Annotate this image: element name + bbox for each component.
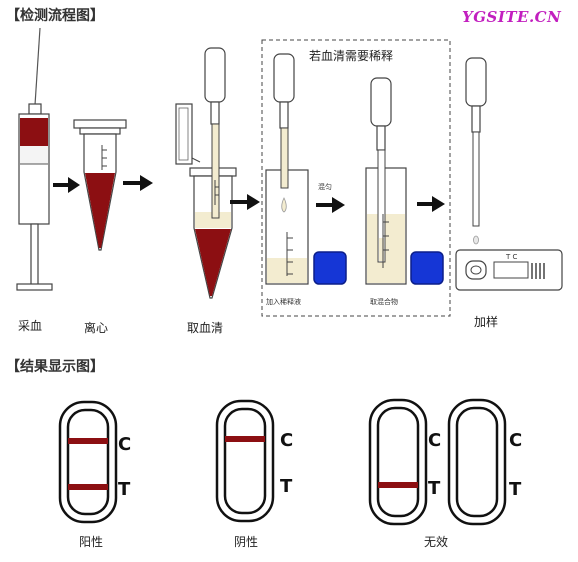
arrow-icon [230, 194, 260, 210]
centrifuge-tube-icon [73, 119, 127, 251]
step-label: 取血清 [187, 321, 223, 335]
dropper-icon [465, 57, 487, 245]
mix-label: 混匀 [318, 182, 332, 191]
arrow-icon [123, 175, 153, 191]
c-label: C [509, 430, 522, 451]
test-line [378, 482, 418, 488]
results-header: 【结果显示图】 [6, 358, 104, 375]
process-header: 【检测流程图】 [6, 7, 104, 24]
serum-tube-icon [175, 47, 237, 299]
diluent-vial-icon [313, 251, 347, 285]
watermark: YGSITE.CN [462, 8, 562, 26]
c-label: C [118, 434, 131, 455]
step-label: 离心 [84, 320, 108, 335]
arrow-icon [53, 177, 80, 193]
diluent-vial-icon [410, 251, 444, 285]
step-label: 加样 [474, 314, 498, 329]
invalid-strip [368, 398, 428, 526]
t-label: T [118, 479, 131, 500]
result-label-negative: 阴性 [234, 535, 258, 549]
control-line [68, 438, 108, 444]
test-cassette-icon [455, 249, 563, 291]
arrow-icon [417, 196, 445, 212]
mixture-tube-icon [365, 77, 407, 285]
result-label-positive: 阳性 [79, 535, 103, 549]
control-line [225, 436, 265, 442]
cassette-marks: T C [505, 253, 518, 261]
invalid-strip [447, 398, 507, 526]
t-label: T [509, 479, 522, 500]
positive-strip [58, 400, 118, 524]
dilution-box [261, 39, 451, 317]
step-label: 采血 [18, 319, 42, 333]
t-label: T [428, 478, 441, 499]
negative-strip [215, 399, 275, 523]
add-diluent-label: 加入稀释液 [266, 297, 301, 306]
take-mixture-label: 取混合物 [370, 297, 398, 306]
result-label-invalid: 无效 [424, 534, 448, 549]
test-line [68, 484, 108, 490]
c-label: C [280, 430, 293, 451]
arrow-icon [316, 197, 345, 213]
c-label: C [428, 430, 441, 451]
syringe-icon [16, 27, 53, 291]
dilution-tube-icon [265, 53, 309, 285]
t-label: T [280, 476, 293, 497]
dilution-box-label: 若血清需要稀释 [309, 49, 393, 63]
